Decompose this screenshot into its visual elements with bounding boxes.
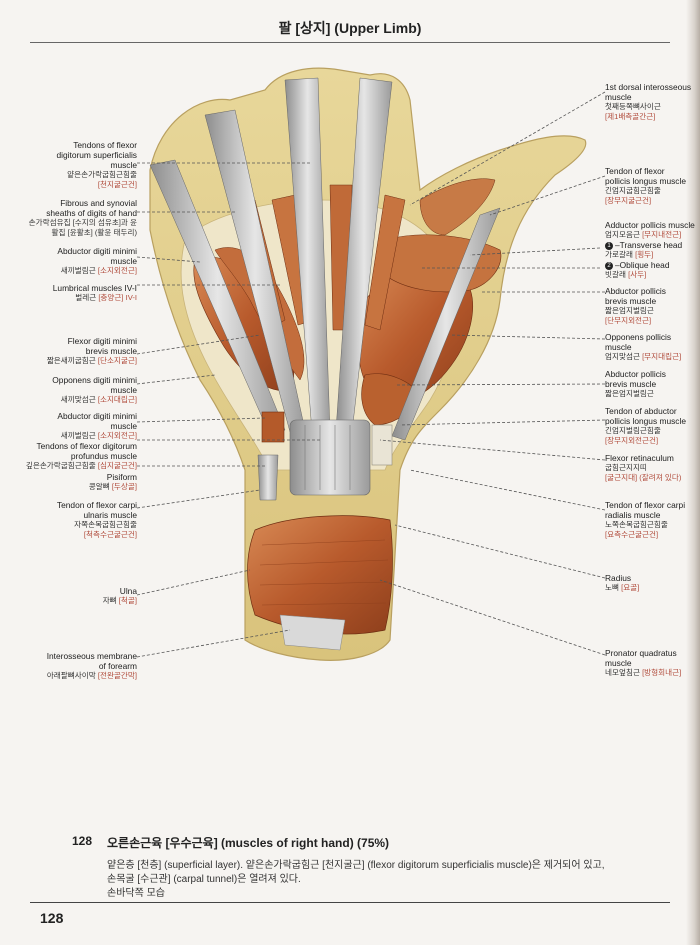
header-rule <box>30 42 670 43</box>
label-fpl-tendon: Tendon of flexor pollicis longus muscle … <box>605 166 686 205</box>
first-dorsal-interosseous <box>419 178 496 236</box>
carpal-tunnel-tendons <box>289 419 371 496</box>
running-header: 팔 [상지] (Upper Limb) <box>0 18 700 38</box>
leader-lines-right <box>379 91 606 656</box>
page-number: 128 <box>40 910 64 926</box>
fcu-tendon <box>257 454 279 501</box>
pronator-quadratus-muscle <box>247 515 393 635</box>
caption-line-3: 손바닥쪽 모습 <box>107 888 165 899</box>
label-abductor-digiti-minimi-1: Abductor digiti minimi muscle 새끼벌림근 [소지외… <box>57 246 137 275</box>
label-tendons-fds: Tendons of flexor digitorum superficiali… <box>56 140 137 189</box>
page-edge-shadow <box>686 0 700 945</box>
label-adductor-pollicis: Adductor pollicis muscle 엄지모음근 [무지내전근] 1… <box>605 220 695 279</box>
tendon-little-finger <box>149 159 286 436</box>
caption-line-1: 얕은층 [천층] (superficial layer). 얕은손가락굽힘근 [… <box>107 860 605 871</box>
flexor-retinaculum-cut-ulnar <box>261 411 285 443</box>
interosseous-membrane <box>279 614 346 651</box>
caption-line-2: 손목굴 [수근관] (carpal tunnel)은 열려져 있다. <box>107 874 301 885</box>
label-abductor-pollicis-brevis-2: Abductor pollicis brevis muscle 짧은엄지벌림근 <box>605 369 666 398</box>
label-opponens-digiti-minimi: Opponens digiti minimi muscle 새끼맞섬근 [소지대… <box>52 375 137 404</box>
caption-title: 오른손근육 [우수근육] (muscles of right hand) (75… <box>107 836 390 850</box>
marker-2: 2 <box>605 261 613 270</box>
label-first-dorsal-interosseous: 1st dorsal interosseous muscle 첫째등쪽뼈사이근 … <box>605 82 692 121</box>
label-flexor-retinaculum: Flexor retinaculum 굽힘근지지띠 [굴근지대] (잘려져 있다… <box>605 453 682 482</box>
label-fibrous-sheaths: Fibrous and synovial sheaths of digits o… <box>28 198 137 237</box>
tendon-flexor-pollicis-longus <box>391 207 501 441</box>
label-opponens-pollicis: Opponens pollicis muscle 엄지맞섬근 [무지대립근] <box>605 332 682 361</box>
label-ulna: Ulna 자뼈 [척골] <box>102 586 137 605</box>
label-abductor-digiti-minimi-2: Abductor digiti minimi muscle 새끼벌림근 [소지외… <box>57 411 137 440</box>
label-pisiform: Pisiform 콩알뼈 [두상골] <box>88 472 137 491</box>
label-abductor-pollicis-brevis-1: Abductor pollicis brevis muscle 짧은엄지벌림근 … <box>605 286 666 325</box>
label-interosseous-membrane: Interosseous membrane of forearm 아래팔뼈사이막… <box>46 651 137 680</box>
header-title: 팔 [상지] (Upper Limb) <box>278 20 422 36</box>
marker-1: 1 <box>605 241 613 250</box>
hand-muscle-illustration <box>136 67 606 661</box>
caption-number: 128 <box>72 834 93 848</box>
label-apl-tendon: Tendon of abductor pollicis longus muscl… <box>605 406 686 445</box>
footer-rule <box>30 902 670 903</box>
label-tendons-fdp: Tendons of flexor digitorum profundus mu… <box>25 441 137 470</box>
label-flexor-digiti-minimi-brevis: Flexor digiti minimi brevis muscle 짧은새끼굽… <box>46 336 137 365</box>
flexor-retinaculum-cut-radial <box>371 424 393 466</box>
label-radius: Radius 노뼈 [요골] <box>605 573 640 592</box>
label-fcu-tendon: Tendon of flexor carpi ulnaris muscle 자쪽… <box>56 500 137 539</box>
label-lumbricals: Lumbrical muscles IV-I 벌레근 [충양근] IV-I <box>52 283 137 302</box>
label-pronator-quadratus: Pronator quadratus muscle 네모엎침근 [방형회내근] <box>605 648 682 677</box>
label-fcr-tendon: Tendon of flexor carpi radialis muscle 노… <box>605 500 686 539</box>
leader-lines-left <box>136 162 320 658</box>
lumbrical-muscle-1 <box>364 194 406 331</box>
